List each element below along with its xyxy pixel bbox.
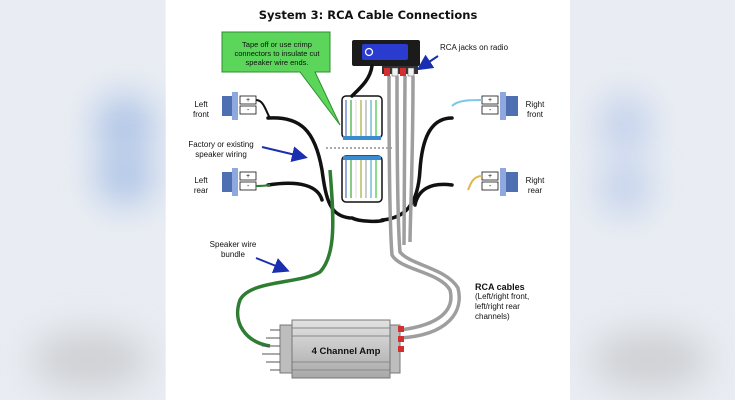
radio-head-unit — [352, 40, 420, 74]
terminal-plus: + — [488, 97, 493, 104]
factory-wiring — [266, 64, 454, 224]
background-blur — [95, 95, 155, 155]
label-rca-jacks: RCA jacks on radio — [440, 43, 509, 52]
speaker-left-rear — [222, 168, 271, 196]
callout-bubble — [221, 31, 341, 126]
arrow-rca-jacks — [416, 54, 439, 71]
background-blur — [30, 330, 150, 390]
terminal-plus: + — [246, 97, 251, 104]
arrow-factory-wiring — [261, 146, 308, 163]
speaker-wire-bundle — [235, 169, 335, 348]
background-blur — [590, 330, 710, 390]
terminal-minus: - — [489, 107, 492, 114]
crimp-caps — [343, 136, 381, 160]
terminal-minus: - — [489, 183, 492, 190]
amplifier — [262, 319, 404, 379]
rca-cables — [387, 75, 461, 340]
wire-harness-top — [345, 100, 377, 138]
speaker-left-front — [222, 92, 271, 120]
background-blur — [600, 160, 650, 215]
background-blur — [95, 150, 155, 205]
terminal-minus: - — [247, 183, 250, 190]
label-rca-cables: RCA cables (Left/right front, left/right… — [475, 282, 530, 321]
terminal-plus: + — [246, 173, 251, 180]
wire-harness-bottom — [345, 158, 377, 198]
amp-label: 4 Channel Amp — [311, 346, 381, 357]
radio-rca-jacks — [384, 67, 415, 77]
diagram-title: System 3: RCA Cable Connections — [258, 8, 478, 22]
background-blur — [600, 95, 650, 155]
arrow-speaker-bundle — [255, 257, 290, 273]
speaker-right-front — [451, 92, 518, 120]
terminal-minus: - — [247, 107, 250, 114]
callout-text: Tape off or use crimp connectors to insu… — [234, 40, 320, 67]
speaker-right-rear — [467, 168, 518, 196]
terminal-plus: + — [488, 173, 493, 180]
